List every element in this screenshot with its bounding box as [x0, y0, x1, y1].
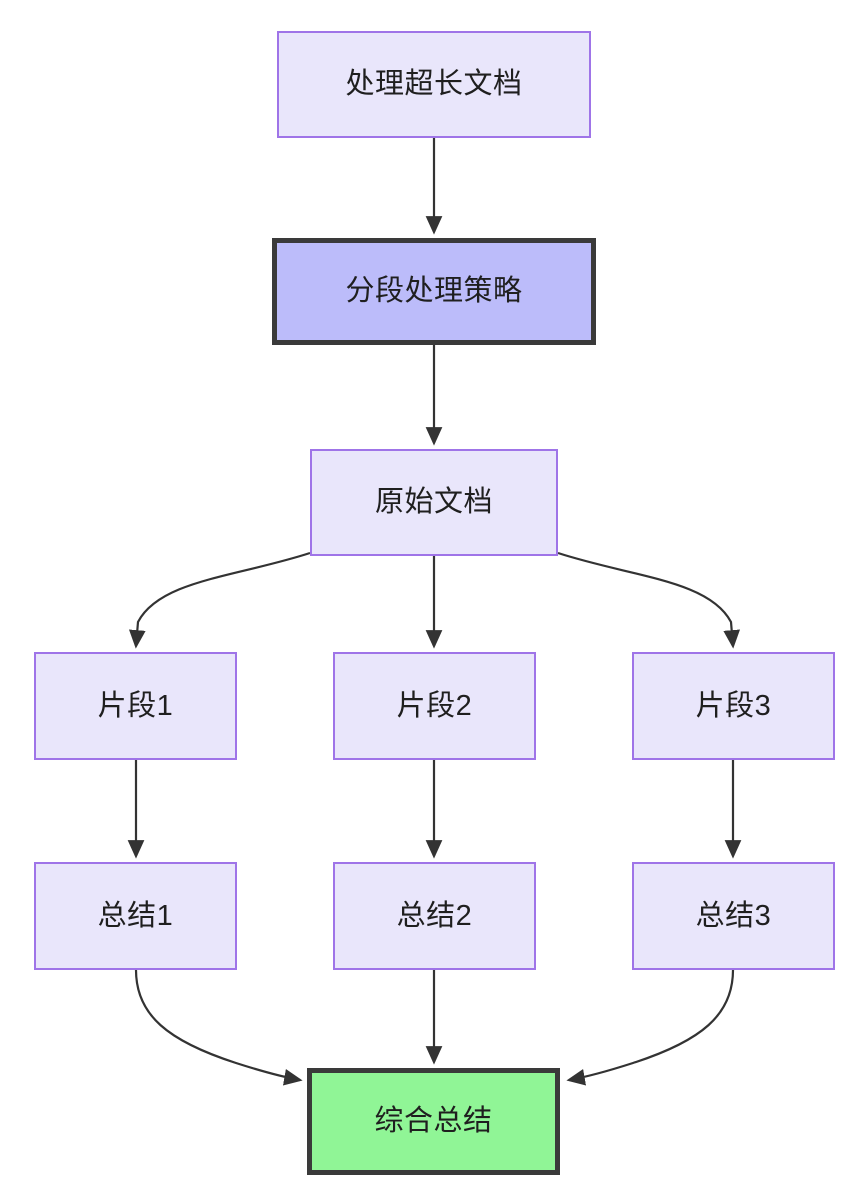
node-summary-1[interactable]: 总结1	[34, 862, 237, 970]
node-label: 分段处理策略	[345, 275, 523, 308]
node-label: 总结2	[396, 899, 473, 932]
node-summary-3[interactable]: 总结3	[632, 862, 835, 970]
edge-n9-n10	[566, 969, 735, 1086]
node-comprehensive-summary[interactable]: 综合总结	[307, 1068, 560, 1175]
node-label: 片段1	[97, 689, 174, 722]
node-fragment-2[interactable]: 片段2	[333, 652, 536, 760]
node-chunking-strategy[interactable]: 分段处理策略	[272, 238, 596, 345]
edge-n3-n6	[557, 551, 741, 649]
node-label: 总结3	[695, 899, 772, 932]
node-label: 片段3	[695, 689, 772, 722]
node-fragment-3[interactable]: 片段3	[632, 652, 835, 760]
node-label: 原始文档	[374, 486, 493, 519]
node-label: 片段2	[396, 689, 473, 722]
edge-n7-n10	[134, 969, 303, 1086]
node-original-document[interactable]: 原始文档	[310, 449, 558, 556]
node-summary-2[interactable]: 总结2	[333, 862, 536, 970]
node-label: 总结1	[97, 899, 174, 932]
node-fragment-1[interactable]: 片段1	[34, 652, 237, 760]
node-label: 处理超长文档	[345, 68, 523, 101]
edge-n3-n4	[128, 551, 311, 649]
node-process-long-document[interactable]: 处理超长文档	[277, 31, 591, 138]
node-label: 综合总结	[374, 1105, 493, 1138]
